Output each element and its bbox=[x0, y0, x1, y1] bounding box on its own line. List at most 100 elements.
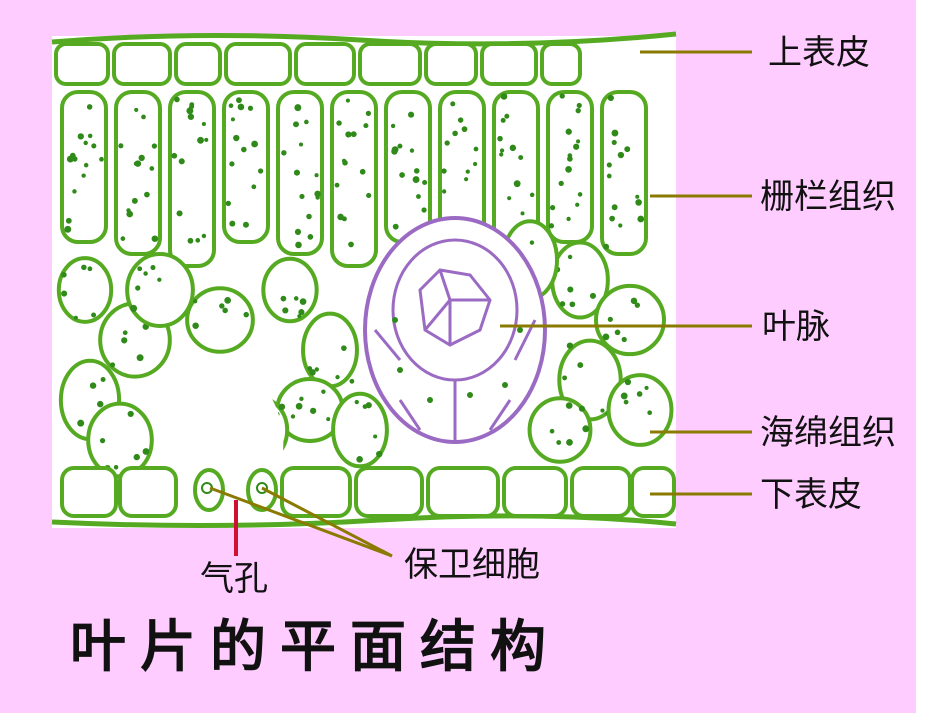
chloroplast bbox=[72, 189, 77, 194]
vein-cell-dot bbox=[502, 382, 508, 388]
chloroplast bbox=[529, 240, 535, 245]
chloroplast bbox=[87, 133, 93, 139]
chloroplast bbox=[350, 131, 357, 138]
chloroplast bbox=[376, 450, 383, 458]
guard-cell-left bbox=[193, 468, 225, 512]
chloroplast bbox=[83, 162, 89, 168]
slide-edge bbox=[916, 0, 950, 713]
chloroplast bbox=[89, 382, 97, 389]
chloroplast bbox=[151, 143, 158, 149]
chloroplast bbox=[617, 151, 625, 159]
chloroplast bbox=[500, 93, 508, 100]
lower-epidermis-cell bbox=[60, 466, 118, 518]
chloroplast bbox=[341, 158, 347, 163]
chloroplast bbox=[566, 438, 573, 446]
chloroplast bbox=[416, 194, 421, 199]
vein-cell-dot bbox=[427, 397, 433, 403]
palisade-cell bbox=[600, 90, 648, 256]
lower-epidermis-cell bbox=[118, 466, 178, 518]
chloroplast bbox=[136, 354, 144, 362]
chloroplast bbox=[634, 302, 641, 308]
chloroplast bbox=[518, 155, 524, 160]
chloroplast bbox=[609, 215, 615, 222]
spongy-cell bbox=[527, 396, 593, 464]
chloroplast bbox=[247, 105, 254, 111]
chloroplast bbox=[86, 104, 93, 110]
vein-xylem bbox=[418, 268, 492, 347]
chloroplast bbox=[499, 152, 504, 157]
palisade-cell bbox=[330, 90, 378, 268]
chloroplast bbox=[565, 402, 573, 409]
label-spongy: 海绵组织 bbox=[760, 413, 896, 453]
spongy-cell bbox=[261, 256, 319, 324]
upper-epidermis-cell bbox=[54, 42, 110, 86]
chloroplast bbox=[618, 223, 623, 228]
chloroplast bbox=[607, 316, 613, 322]
chloroplast bbox=[559, 93, 565, 99]
chloroplast bbox=[150, 265, 156, 271]
lower-epidermis-cell bbox=[630, 466, 676, 518]
lower-epidermis-cell bbox=[354, 466, 424, 518]
chloroplast bbox=[397, 143, 403, 149]
chloroplast bbox=[130, 304, 138, 312]
upper-epidermis-cell bbox=[424, 42, 478, 86]
chloroplast bbox=[229, 161, 235, 167]
chloroplast bbox=[499, 148, 505, 153]
chloroplast bbox=[345, 98, 350, 103]
chloroplast bbox=[229, 220, 236, 227]
spongy-cell bbox=[185, 286, 255, 354]
chloroplast bbox=[189, 104, 195, 110]
chloroplast bbox=[236, 97, 242, 104]
chloroplast bbox=[65, 217, 72, 224]
lower-epidermis-cell bbox=[426, 466, 500, 518]
chloroplast bbox=[222, 307, 228, 314]
chloroplast bbox=[77, 419, 85, 427]
palisade-cells bbox=[60, 90, 648, 268]
chloroplast bbox=[465, 169, 470, 174]
label-vein: 叶脉 bbox=[762, 307, 830, 347]
chloroplast bbox=[363, 123, 369, 129]
chloroplast bbox=[366, 192, 372, 199]
chloroplast bbox=[575, 107, 581, 114]
vein-bundle-cells bbox=[373, 319, 537, 440]
chloroplast bbox=[573, 143, 580, 150]
label-guard-cells: 保卫细胞 bbox=[404, 545, 540, 585]
chloroplast bbox=[228, 103, 234, 108]
label-lower-epidermis: 下表皮 bbox=[760, 475, 862, 515]
chloroplast bbox=[299, 396, 304, 402]
chloroplast bbox=[562, 375, 568, 381]
chloroplast bbox=[142, 448, 150, 455]
chloroplast bbox=[298, 309, 305, 316]
chloroplast bbox=[176, 210, 183, 217]
chloroplast bbox=[201, 233, 207, 239]
leader-guard-left bbox=[209, 486, 393, 558]
chloroplast bbox=[69, 152, 76, 159]
chloroplast bbox=[113, 465, 119, 470]
vein-cell-dot bbox=[517, 327, 523, 333]
chloroplast bbox=[356, 456, 363, 463]
chloroplast bbox=[349, 378, 355, 384]
chloroplast bbox=[334, 182, 340, 188]
chloroplast bbox=[549, 204, 556, 211]
spongy-cell bbox=[56, 256, 114, 324]
chloroplast bbox=[157, 277, 162, 282]
chloroplast bbox=[61, 271, 67, 278]
chloroplast bbox=[257, 168, 264, 174]
chloroplast bbox=[141, 114, 146, 120]
chloroplast bbox=[242, 221, 249, 228]
chloroplast bbox=[391, 146, 399, 154]
chloroplast bbox=[149, 166, 155, 171]
chloroplast bbox=[623, 399, 629, 405]
chloroplast bbox=[315, 195, 320, 200]
chloroplast bbox=[83, 140, 88, 146]
vein-inner bbox=[391, 238, 519, 382]
chloroplast bbox=[295, 402, 303, 410]
chloroplast bbox=[567, 254, 573, 260]
palisade-cell bbox=[222, 90, 270, 244]
chloroplast bbox=[321, 389, 326, 394]
chloroplast bbox=[309, 369, 316, 376]
vein-bundle bbox=[363, 216, 547, 444]
chloroplast bbox=[473, 146, 479, 152]
chloroplast bbox=[637, 215, 645, 223]
